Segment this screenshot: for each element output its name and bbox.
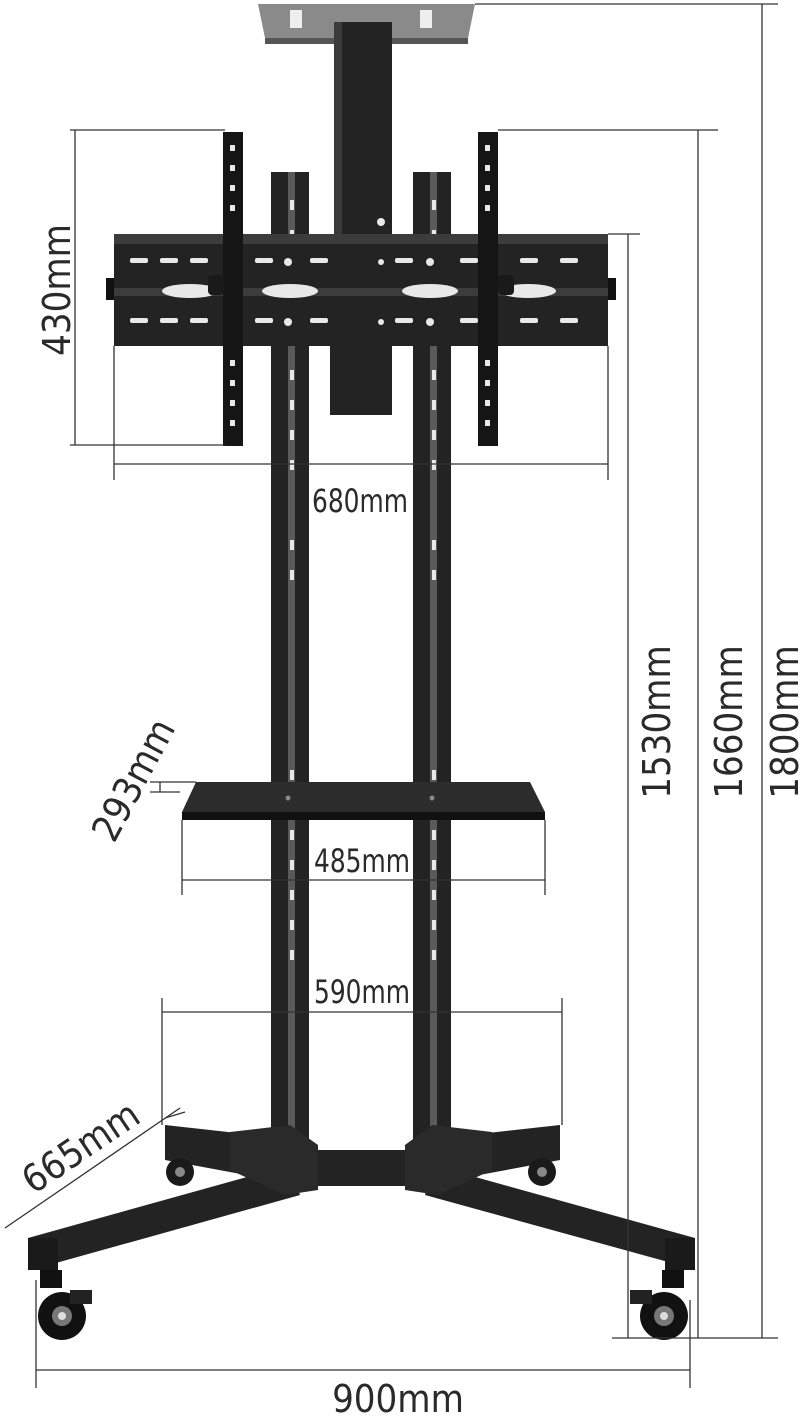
- label-900mm: 900mm: [332, 1377, 464, 1419]
- top-camera-shelf: [258, 4, 475, 44]
- dim-430-lines: [70, 129, 225, 446]
- dim-1800-lines: [475, 3, 778, 1339]
- dim-1530-lines: [608, 233, 690, 1339]
- label-485mm: 485mm: [314, 842, 410, 880]
- tv-mount-bracket: [106, 218, 616, 346]
- right-vertical-arm: [478, 132, 514, 446]
- media-shelf: [182, 782, 545, 820]
- front-right-caster: [630, 1270, 688, 1340]
- rear-left-caster: [166, 1158, 194, 1186]
- label-430mm: 430mm: [35, 224, 79, 356]
- stand-base: [28, 1125, 695, 1270]
- front-left-caster: [38, 1270, 92, 1340]
- label-293mm: 293mm: [83, 711, 184, 848]
- dim-680-lines: [113, 346, 609, 480]
- label-590mm: 590mm: [314, 973, 410, 1011]
- dim-485-lines: [181, 820, 546, 895]
- label-1800mm: 1800mm: [763, 645, 802, 799]
- label-1530mm: 1530mm: [635, 645, 679, 799]
- dim-665-lines: [4, 1107, 186, 1229]
- center-column: [330, 22, 392, 415]
- left-vertical-arm: [208, 132, 243, 446]
- dim-293-lines: [150, 781, 196, 793]
- rear-right-caster: [528, 1158, 556, 1186]
- label-665mm: 665mm: [14, 1092, 148, 1202]
- label-1660mm: 1660mm: [707, 645, 751, 799]
- dim-900-lines: [35, 1280, 691, 1388]
- dim-590-lines: [161, 998, 563, 1125]
- label-680mm: 680mm: [312, 482, 408, 520]
- dim-1660-lines: [498, 129, 718, 1339]
